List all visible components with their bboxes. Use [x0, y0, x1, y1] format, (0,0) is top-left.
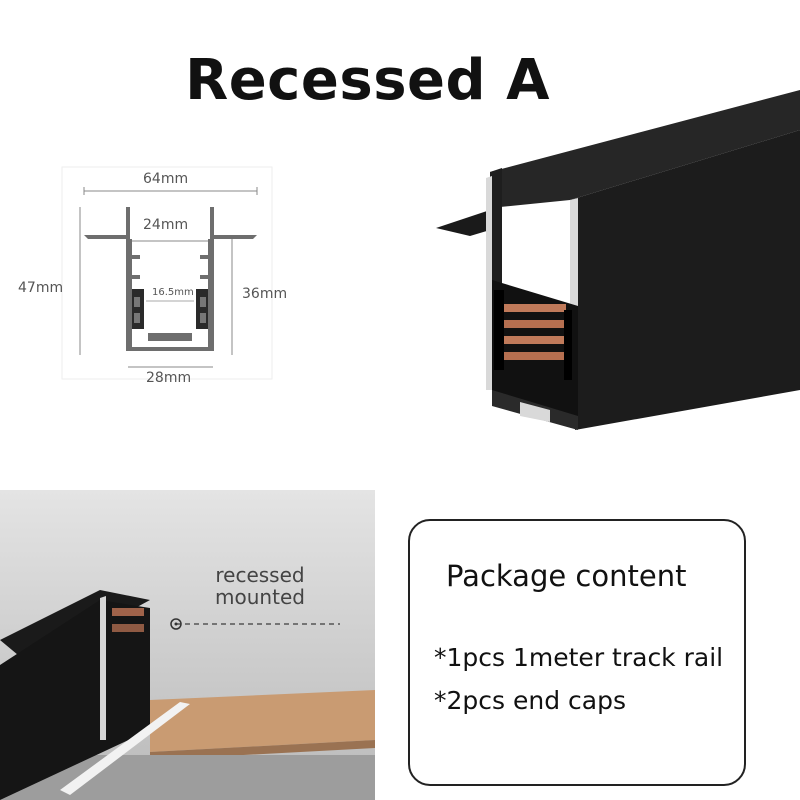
package-item-end-caps: *2pcs end caps — [434, 686, 626, 715]
package-heading: Package content — [446, 559, 687, 593]
dim-label-outer-width: 64mm — [143, 171, 189, 187]
install-label: recessed mounted — [195, 564, 325, 608]
recessed-install-photo: recessed mounted — [0, 490, 375, 800]
cross-section-drawing — [61, 166, 273, 380]
package-content-box: Package content *1pcs 1meter track rail … — [408, 519, 746, 786]
page-title: Recessed A — [185, 48, 550, 113]
package-item-track-rail: *1pcs 1meter track rail — [434, 643, 724, 672]
dim-label-bottom-width: 28mm — [146, 370, 192, 386]
track-rail-3d-drawing — [436, 90, 800, 430]
dim-label-inner-top-width: 24mm — [143, 217, 189, 233]
dim-label-total-height: 47mm — [18, 280, 64, 296]
cross-section-diagram: 64mm 24mm 16.5mm 28mm 47mm 36mm — [0, 155, 330, 395]
track-rail-render — [430, 90, 800, 440]
install-label-line2: mounted — [215, 585, 305, 609]
dim-label-inner-height: 36mm — [242, 286, 288, 302]
ceiling-install-drawing — [0, 490, 375, 800]
install-label-line1: recessed — [215, 563, 305, 587]
dim-label-channel-width: 16.5mm — [152, 287, 194, 298]
